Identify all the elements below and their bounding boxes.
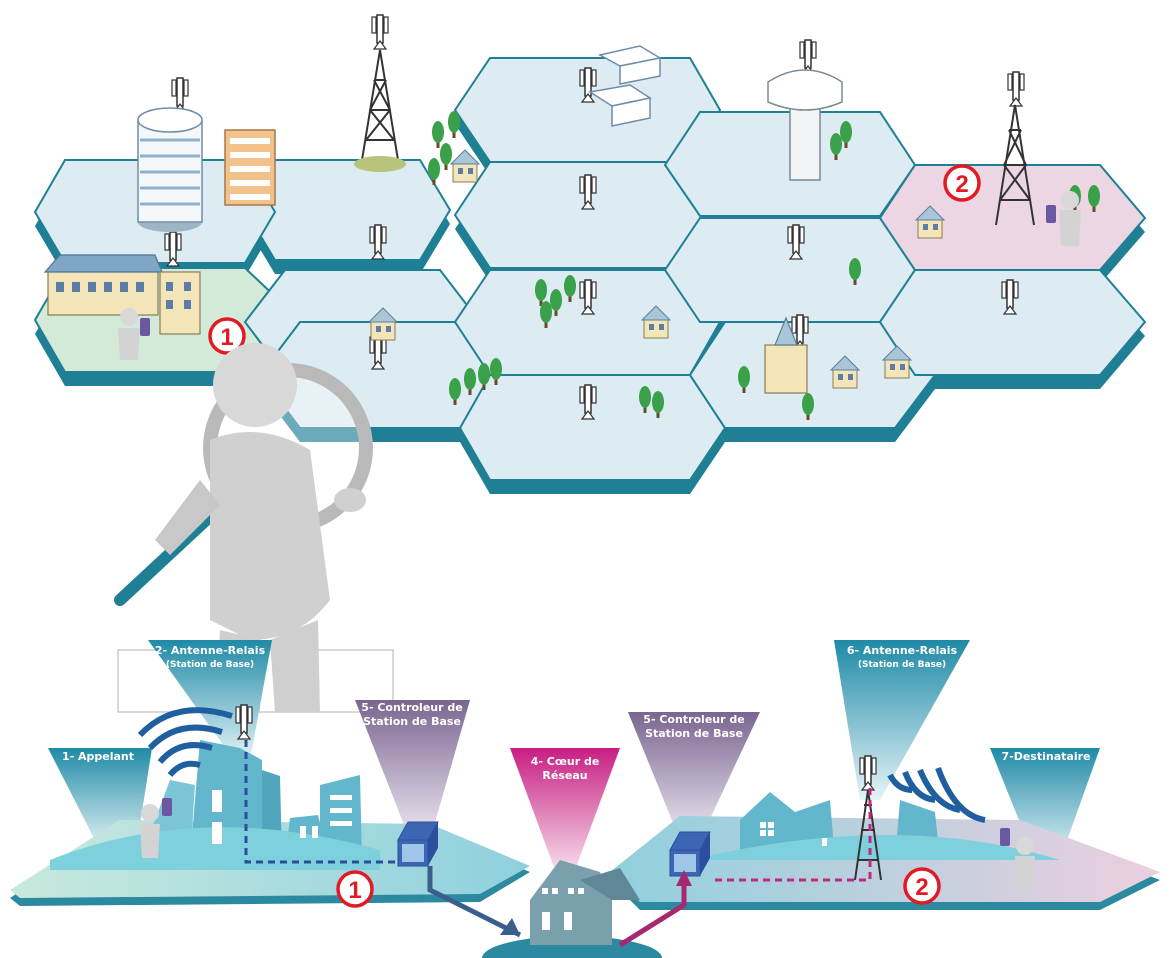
signal-waves-left [137,707,233,777]
city-right [690,792,1060,860]
svg-text:2: 2 [915,874,928,901]
city-left-windows [212,790,352,844]
marker-1-top: 1 [208,317,246,355]
label-controleur-2a: 5- Controleur de [643,713,744,726]
svg-text:1: 1 [348,877,361,904]
label-coeur-a: 4- Cœur de [531,755,600,768]
caller-person-icon [118,308,150,360]
receiver-person-icon [1000,828,1035,892]
svg-text:1: 1 [220,324,233,351]
lattice-tower-icon [854,789,882,881]
core-network-building [482,860,662,958]
round-tower-building [137,107,203,232]
city-right-windows [760,822,827,846]
label-antenne-relais-2: 6- Antenne-Relais [847,644,958,657]
svg-text:2: 2 [955,171,968,198]
caller-person-icon [140,798,172,858]
apartment-block [224,129,276,206]
lattice-tower-icon [354,49,406,172]
label-controleur-1a: 5- Controleur de [361,701,462,714]
church [764,316,808,394]
label-appelant: 1- Appelant [62,750,134,763]
link-right [710,788,872,882]
label-station-base-2: (Station de Base) [858,660,946,670]
arrows-to-core [427,866,692,948]
townhouse-row [43,254,201,335]
signal-waves-right [887,766,986,823]
label-station-base-1: (Station de Base) [166,660,254,670]
receiver-person-icon [1046,191,1081,246]
marker-1-bottom: 1 [336,870,374,908]
water-tower [767,69,843,181]
marker-2-top: 2 [943,164,981,202]
base-station-controller-icon [397,821,439,867]
label-coeur-b: Réseau [542,769,587,782]
marker-2-bottom: 2 [903,867,941,905]
white-zigzag-building [587,45,663,127]
link-left [244,740,398,864]
label-antenne-relais-1: 2- Antenne-Relais [155,644,266,657]
label-controleur-1b: Station de Base [363,715,461,728]
lattice-tower-icon [995,104,1035,226]
label-destinataire: 7-Destinataire [1002,750,1091,763]
label-controleur-2b: Station de Base [645,727,743,740]
